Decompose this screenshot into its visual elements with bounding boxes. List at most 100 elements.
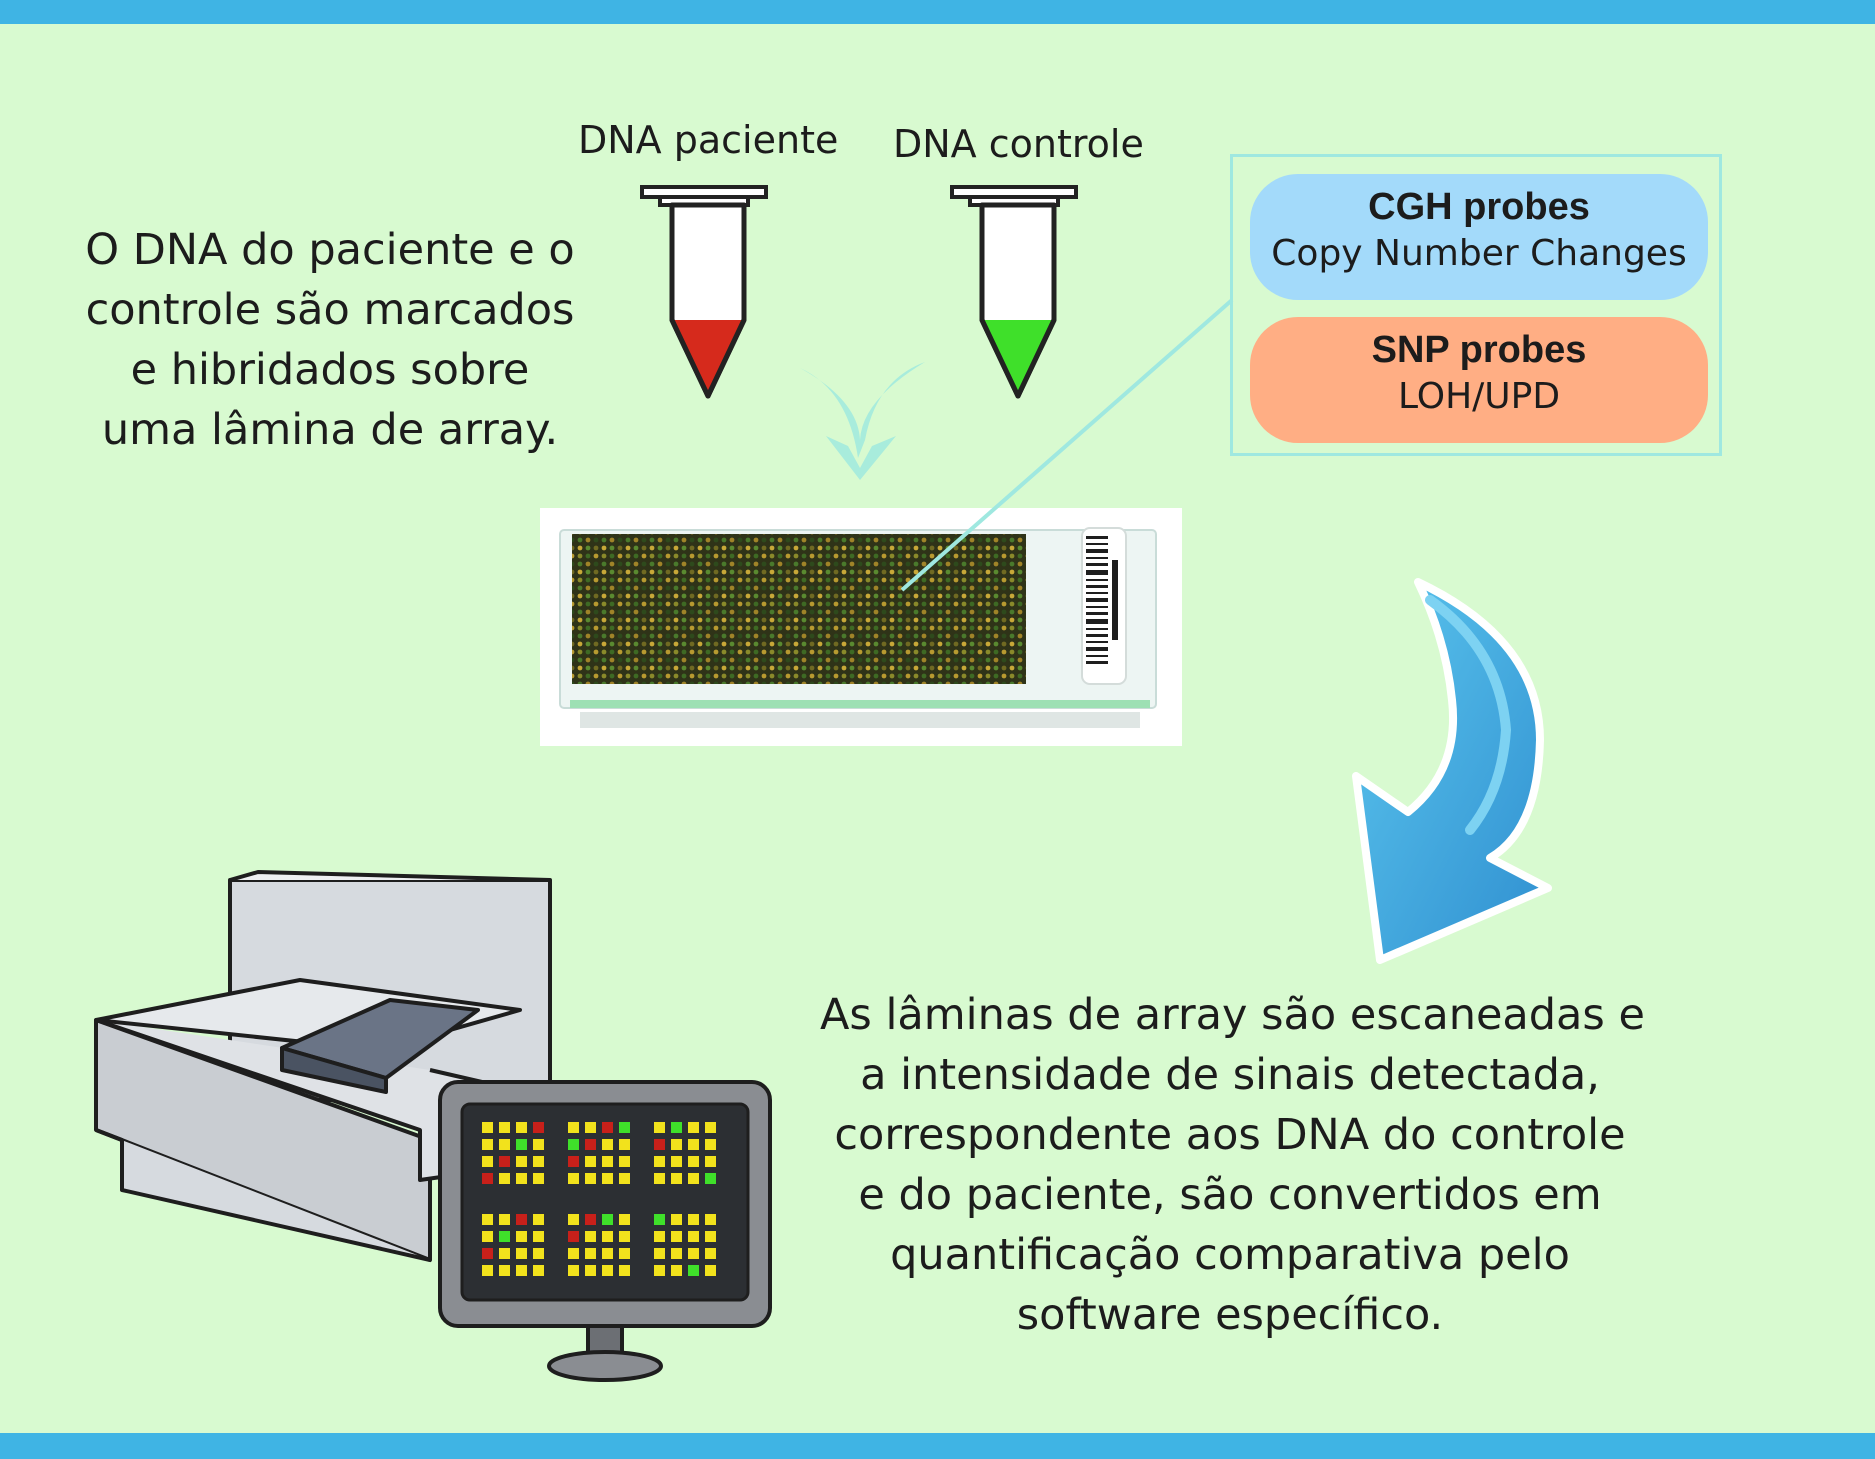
signal-spot: [705, 1156, 716, 1167]
signal-spot: [482, 1173, 493, 1184]
signal-spot: [585, 1173, 596, 1184]
description-line: O DNA do paciente e o: [85, 225, 575, 275]
description-line: controle são marcados: [85, 285, 575, 335]
patient-dna-label: DNA paciente: [578, 118, 839, 162]
signal-spot: [688, 1156, 699, 1167]
signal-spot: [619, 1139, 630, 1150]
description-line: software específico.: [1016, 1290, 1444, 1340]
signal-spot: [516, 1139, 527, 1150]
scanning-description: As lâminas de array são escaneadas e a i…: [820, 985, 1645, 1345]
signal-spot: [499, 1231, 510, 1242]
signal-spot: [671, 1248, 682, 1259]
monitor-icon: [438, 1080, 772, 1382]
merge-arrow-icon: [800, 362, 925, 480]
signal-spot: [482, 1231, 493, 1242]
signal-spot: [619, 1265, 630, 1276]
signal-spot: [619, 1156, 630, 1167]
signal-spot: [499, 1173, 510, 1184]
signal-spot: [533, 1214, 544, 1225]
probe-types-box: CGH probes Copy Number Changes SNP probe…: [1230, 154, 1722, 456]
signal-spot: [619, 1231, 630, 1242]
signal-spot: [602, 1248, 613, 1259]
signal-spot: [654, 1214, 665, 1225]
signal-spot: [602, 1173, 613, 1184]
signal-spot: [671, 1173, 682, 1184]
signal-spot: [671, 1156, 682, 1167]
signal-spot: [516, 1214, 527, 1225]
signal-spot: [533, 1173, 544, 1184]
signal-spot: [568, 1173, 579, 1184]
signal-spot: [688, 1265, 699, 1276]
signal-spot: [516, 1156, 527, 1167]
signal-spot: [568, 1156, 579, 1167]
signal-spot: [499, 1248, 510, 1259]
signal-spot: [705, 1122, 716, 1133]
signal-spot: [533, 1156, 544, 1167]
signal-spot: [688, 1122, 699, 1133]
signal-spot: [499, 1139, 510, 1150]
probe-leader-line: [900, 298, 1234, 592]
signal-spot: [482, 1139, 493, 1150]
signal-spot: [585, 1214, 596, 1225]
signal-spot: [602, 1214, 613, 1225]
signal-spot: [705, 1214, 716, 1225]
signal-spot: [499, 1156, 510, 1167]
signal-spot: [688, 1214, 699, 1225]
cgh-probes-title: CGH probes: [1368, 186, 1590, 228]
signal-spot: [533, 1139, 544, 1150]
signal-spot: [688, 1231, 699, 1242]
monitor-signal-grid: [482, 1122, 716, 1276]
signal-spot: [482, 1248, 493, 1259]
signal-spot: [533, 1122, 544, 1133]
signal-spot: [482, 1156, 493, 1167]
signal-spot: [619, 1214, 630, 1225]
signal-spot: [585, 1139, 596, 1150]
signal-spot: [516, 1265, 527, 1276]
signal-spot: [654, 1173, 665, 1184]
signal-spot: [585, 1156, 596, 1167]
signal-spot: [654, 1156, 665, 1167]
signal-spot: [585, 1265, 596, 1276]
signal-spot: [602, 1265, 613, 1276]
description-line: correspondente aos DNA do controle: [834, 1110, 1626, 1160]
signal-spot: [619, 1173, 630, 1184]
signal-spot: [671, 1231, 682, 1242]
curved-arrow-icon: [1352, 578, 1552, 964]
signal-spot: [585, 1231, 596, 1242]
snp-probes-pill: SNP probes LOH/UPD: [1250, 317, 1708, 443]
signal-spot: [654, 1265, 665, 1276]
signal-spot: [516, 1248, 527, 1259]
signal-spot: [482, 1265, 493, 1276]
signal-spot: [602, 1231, 613, 1242]
signal-spot: [482, 1122, 493, 1133]
signal-spot: [482, 1214, 493, 1225]
patient-tube-icon: [640, 185, 768, 399]
signal-spot: [671, 1265, 682, 1276]
signal-spot: [602, 1122, 613, 1133]
signal-spot: [568, 1248, 579, 1259]
snp-probes-subtitle: LOH/UPD: [1397, 376, 1561, 417]
signal-spot: [705, 1248, 716, 1259]
signal-spot: [568, 1122, 579, 1133]
hybridization-description: O DNA do paciente e o controle são marca…: [70, 220, 590, 460]
signal-spot: [499, 1214, 510, 1225]
signal-spot: [688, 1173, 699, 1184]
cgh-probes-subtitle: Copy Number Changes: [1271, 233, 1687, 274]
description-line: uma lâmina de array.: [101, 405, 559, 455]
signal-spot: [568, 1265, 579, 1276]
signal-spot: [533, 1265, 544, 1276]
signal-spot: [568, 1139, 579, 1150]
signal-spot: [499, 1122, 510, 1133]
signal-spot: [705, 1139, 716, 1150]
signal-spot: [568, 1214, 579, 1225]
snp-probes-title: SNP probes: [1371, 329, 1587, 371]
signal-spot: [516, 1231, 527, 1242]
control-tube-icon: [950, 185, 1078, 399]
signal-spot: [585, 1248, 596, 1259]
bottom-border-bar: [0, 1433, 1875, 1459]
signal-spot: [671, 1122, 682, 1133]
description-line: a intensidade de sinais detectada,: [860, 1050, 1600, 1100]
control-dna-label: DNA controle: [893, 122, 1144, 166]
